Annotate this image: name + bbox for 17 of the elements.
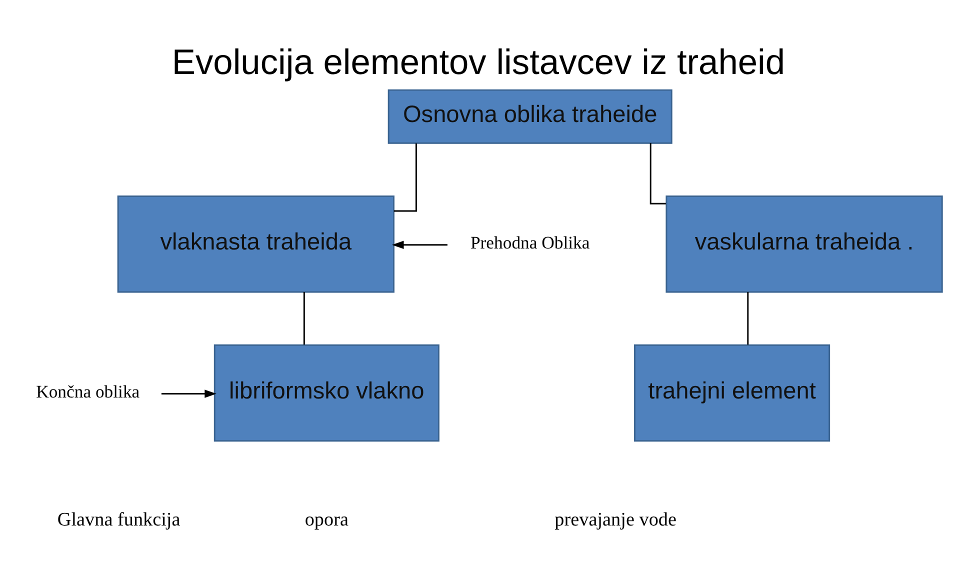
connector: [393, 143, 416, 212]
node-box: Osnovna oblika traheide: [387, 89, 672, 144]
arrow: [160, 390, 216, 398]
label: opora: [304, 510, 348, 531]
node-text: Končna oblika: [36, 382, 140, 402]
node-box: vlaknasta traheida: [116, 195, 394, 293]
node-box: trahejni element: [634, 344, 830, 442]
connector: [746, 292, 748, 345]
node-box: libriformsko vlakno: [213, 344, 439, 442]
label: Glavna funkcija: [56, 510, 180, 531]
node-text: Prehodna Oblika: [470, 232, 590, 253]
connector: [302, 292, 304, 345]
arrow: [391, 240, 447, 249]
node-box: vaskularna traheida .: [665, 195, 942, 293]
label: prevajanje vode: [554, 510, 676, 531]
connector: [649, 143, 666, 204]
diagram-title: Evolucija elementov listavcev iz traheid: [171, 43, 785, 82]
